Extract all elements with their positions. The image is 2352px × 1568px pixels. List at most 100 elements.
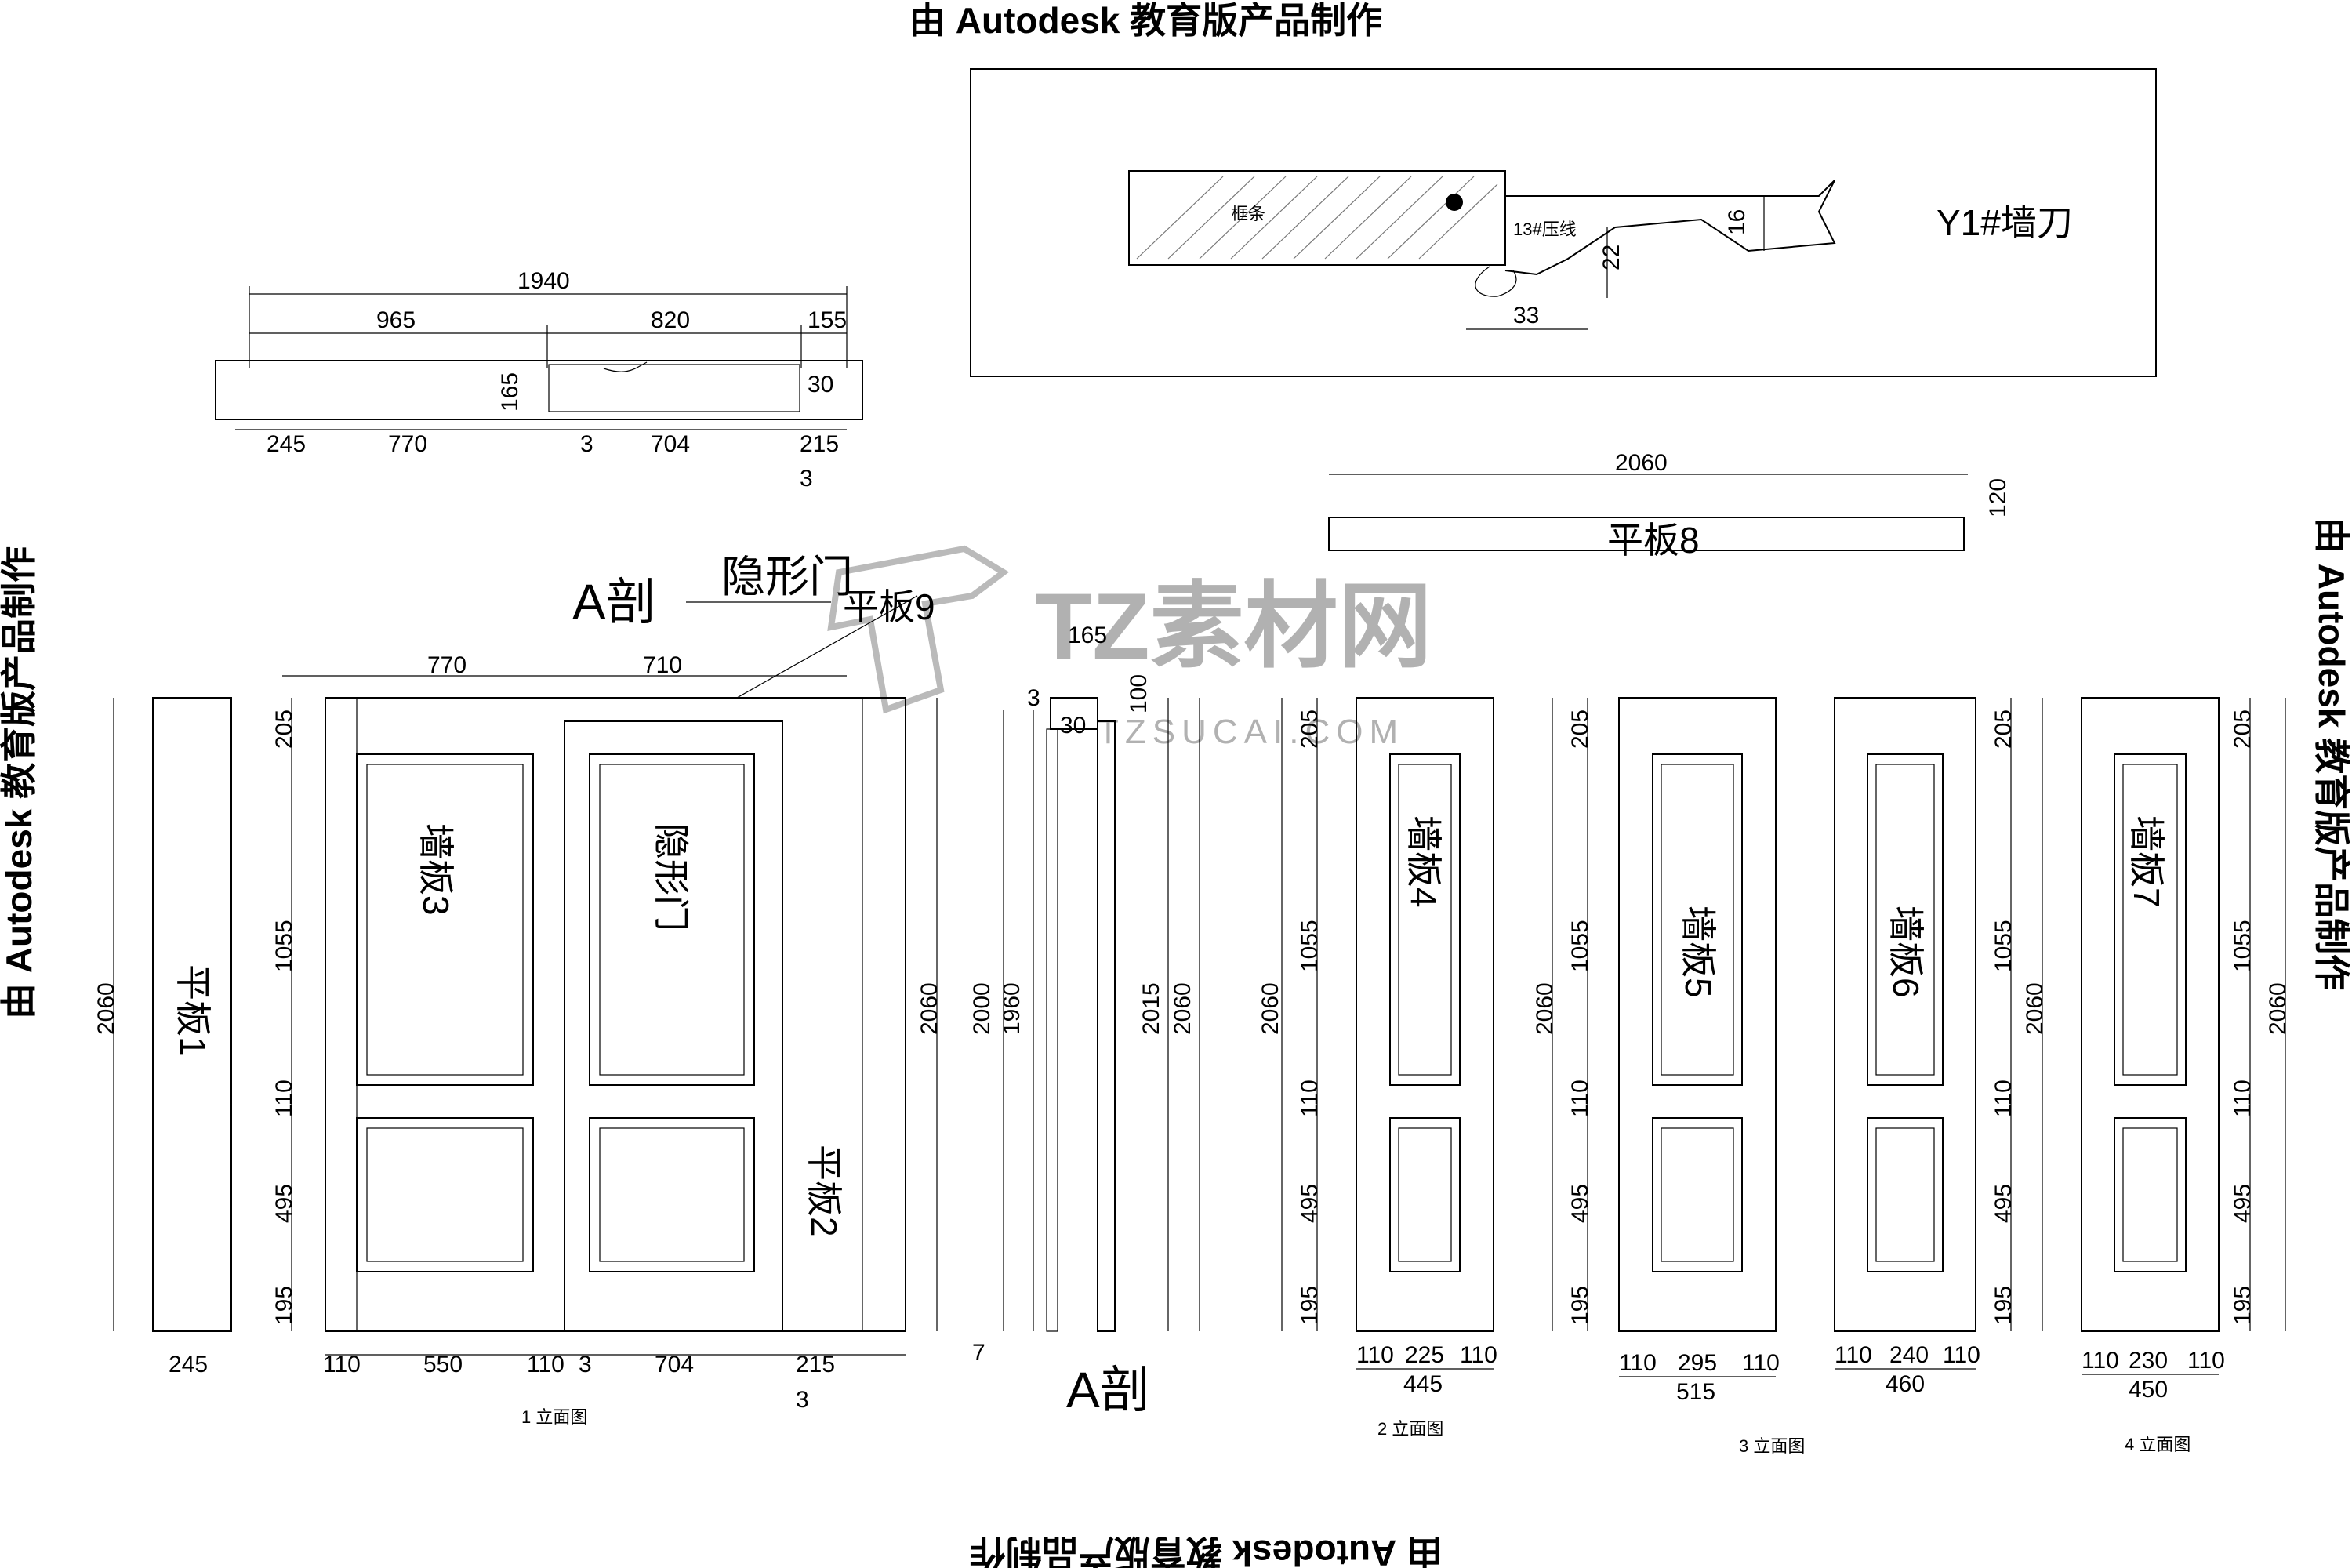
e3-dim-195: 195: [1567, 1286, 1593, 1325]
e3-caption: 3 立面图: [1739, 1436, 1805, 1456]
e2-dim-110: 110: [1297, 1080, 1323, 1117]
e5-dim-1055: 1055: [2230, 920, 2256, 972]
sec-dim-2015: 2015: [1138, 982, 1164, 1035]
strip-label: 平板8: [1607, 520, 1700, 561]
e5-dim-total: 450: [2129, 1377, 2168, 1403]
watermark-top: 由 Autodesk 教育版产品制作: [909, 0, 1382, 41]
e2-dim-195: 195: [1297, 1286, 1323, 1325]
e3-dim-495: 495: [1567, 1184, 1593, 1223]
sec-dim-165: 165: [1068, 622, 1107, 648]
sec-dim-7: 7: [972, 1340, 985, 1366]
e3-dim-2060: 2060: [1532, 982, 1558, 1035]
watermark-bottom: 由 Autodesk 教育版产品制作: [970, 1533, 1443, 1568]
e4-dim-195: 195: [1991, 1286, 2016, 1325]
label-section-a: A剖: [572, 574, 656, 630]
strip-dim-length: 2060: [1615, 450, 1668, 476]
logo-main: TZ素材网: [1035, 574, 1432, 679]
elevation-3: 2060 205 1055 110 495 195 墙板5 110 295 11…: [1532, 697, 1805, 1456]
detail-dim-22: 22: [1599, 245, 1624, 270]
e4-dim-b1: 110: [1835, 1342, 1872, 1368]
plan-dim-b1: 245: [267, 431, 306, 457]
e1-dim-770: 770: [427, 652, 466, 678]
e3-dim-1055: 1055: [1567, 920, 1593, 972]
elevation-1: 770 710 2060 平板1 245 墙板3 隐形门 平板2 205 105…: [93, 652, 942, 1427]
e5-dim-205: 205: [2230, 710, 2256, 749]
label-hidden-door: 隐形门: [651, 823, 691, 931]
e1-caption: 1 立面图: [521, 1407, 587, 1427]
e1-dim-b704: 704: [655, 1352, 694, 1377]
plan-dim-left: 965: [376, 307, 416, 333]
elevation-2: 2060 205 1055 110 495 195 墙板4 110 225 11…: [1258, 697, 1497, 1439]
e1-dim-2060: 2060: [93, 982, 119, 1035]
detail-title: Y1#墙刀: [1936, 202, 2073, 243]
sec-dim-100: 100: [1126, 674, 1152, 713]
e5-caption: 4 立面图: [2125, 1435, 2190, 1454]
e1-dim-195: 195: [271, 1286, 297, 1325]
e1-dim-b3b: 3: [796, 1387, 809, 1413]
e2-dim-b3: 110: [1460, 1342, 1497, 1368]
e3-dim-205: 205: [1567, 710, 1593, 749]
elevation-5: 墙板7 205 1055 110 495 195 2060 110 230 11…: [2081, 697, 2291, 1454]
e5-dim-b2: 230: [2129, 1348, 2168, 1374]
e4-dim-1055: 1055: [1991, 920, 2016, 972]
sec-dim-1960: 1960: [999, 982, 1025, 1035]
plan-dim-30: 30: [808, 372, 833, 397]
e1-dim-b110a: 110: [323, 1352, 361, 1377]
label-wall7: 墙板7: [2126, 815, 2167, 908]
detail-box: 16 22 33 框条 13#压线 Y1#墙刀: [970, 68, 2157, 377]
plan-dim-right-end: 155: [808, 307, 847, 333]
watermark-left: 由 Autodesk 教育版产品制作: [0, 546, 39, 1019]
e5-dim-2060: 2060: [2265, 982, 2291, 1035]
e3-dim-b3: 110: [1742, 1350, 1780, 1376]
label-section-a-bottom: A剖: [1066, 1362, 1150, 1418]
e4-dim-2060: 2060: [2022, 982, 2048, 1035]
e2-dim-1055: 1055: [1297, 920, 1323, 972]
e4-dim-b3: 110: [1943, 1342, 1980, 1368]
e3-dim-110: 110: [1567, 1080, 1593, 1117]
label-wall3: 墙板3: [416, 823, 456, 916]
detail-dim-16: 16: [1724, 209, 1750, 235]
sec-dim-3: 3: [1027, 685, 1040, 711]
flat-panel-1: [152, 697, 232, 1332]
elevation-4: 墙板6 205 1055 110 495 195 2060 110 240 11…: [1834, 697, 2048, 1397]
plan-dim-165: 165: [497, 372, 523, 412]
e1-dim-110: 110: [271, 1080, 297, 1117]
logo-sub: TZSUCAI.COM: [1098, 713, 1404, 751]
section-a: 165 3 30 100 2000 1960 2015 2060 7 A剖: [969, 622, 1200, 1418]
logo-mark-icon: [827, 545, 1010, 714]
e3-dim-b1: 110: [1619, 1350, 1657, 1376]
e5-dim-195: 195: [2230, 1286, 2256, 1325]
sec-dim-2060: 2060: [1170, 982, 1196, 1035]
e5-dim-110: 110: [2230, 1080, 2256, 1117]
e2-dim-total: 445: [1403, 1371, 1443, 1397]
detail-dim-33: 33: [1513, 303, 1539, 328]
plan-view: 1940 965 820 155 165 30 245 770 3 704 21…: [215, 268, 863, 492]
watermark-right: 由 Autodesk 教育版产品制作: [2311, 517, 2352, 990]
e2-caption: 2 立面图: [1377, 1419, 1443, 1439]
e2-dim-495: 495: [1297, 1184, 1323, 1223]
e5-dim-495: 495: [2230, 1184, 2256, 1223]
plan-dim-right: 820: [651, 307, 690, 333]
e3-dim-total: 515: [1676, 1379, 1715, 1405]
label-wall6: 墙板6: [1886, 906, 1926, 998]
e2-dim-2060: 2060: [1258, 982, 1283, 1035]
e4-dim-495: 495: [1991, 1184, 2016, 1223]
detail-label-wood: 框条: [1231, 204, 1265, 223]
e1-dim-b3: 3: [579, 1352, 592, 1377]
site-logo: TZ素材网 TZSUCAI.COM: [827, 545, 1432, 751]
plan-dim-b6: 3: [800, 466, 813, 492]
panel-strip: 2060 120 平板8: [1328, 450, 2011, 561]
e5-dim-b3: 110: [2187, 1348, 2225, 1374]
e1-dim-710: 710: [643, 652, 682, 678]
e1-dim-b215: 215: [796, 1352, 835, 1377]
sec-dim-30: 30: [1060, 713, 1086, 739]
plan-dim-b4: 704: [651, 431, 690, 457]
plan-dim-b5: 215: [800, 431, 839, 457]
e4-dim-110: 110: [1991, 1080, 2016, 1117]
e5-dim-b1: 110: [2082, 1348, 2119, 1374]
e1-dim-205: 205: [271, 710, 297, 749]
plan-dim-b2: 770: [388, 431, 427, 457]
e4-dim-b2: 240: [1889, 1342, 1929, 1368]
e3-dim-b2: 295: [1678, 1350, 1717, 1376]
